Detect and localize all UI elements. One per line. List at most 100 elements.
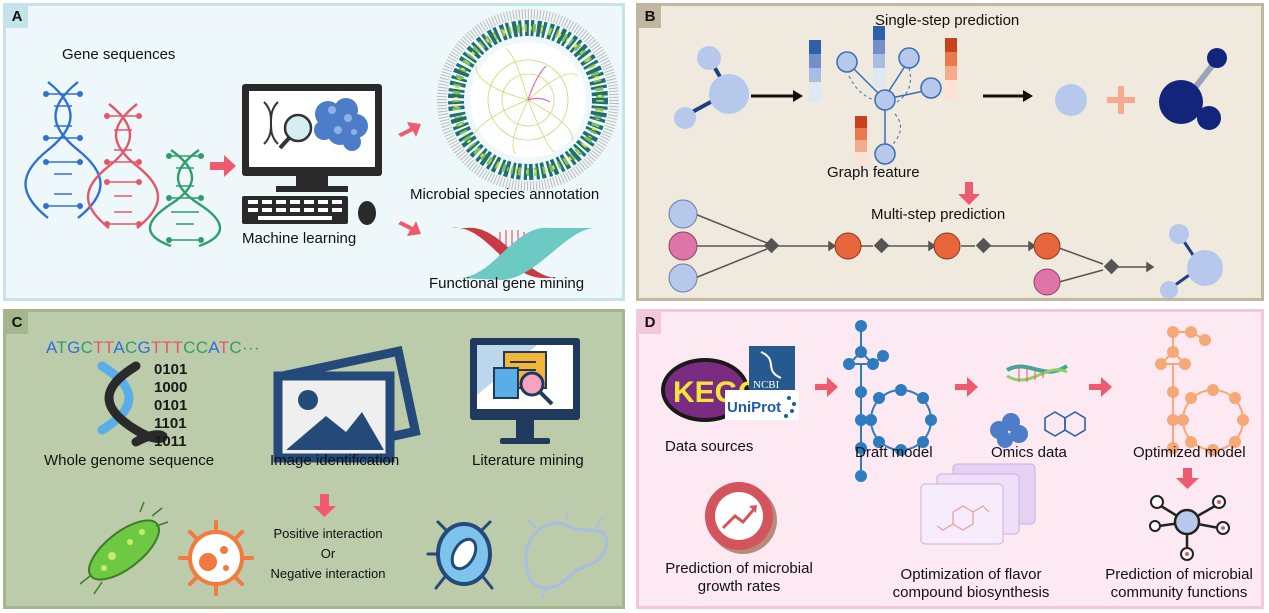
computer-icon [242,84,382,225]
single-step-label: Single-step prediction [875,12,1020,29]
input-molecule-icon [674,46,749,129]
bacterium-green-icon [79,501,169,595]
dna-sequence: ATGCTTACGTTTCCATC··· [46,338,260,358]
base: A [208,338,219,357]
input-node [668,199,698,293]
panel-a: A [3,3,625,301]
community-label-1: Prediction of microbial [1105,566,1253,583]
growth-rates-label-1: Prediction of microbial [665,560,813,577]
machine-learning-label: Machine learning [242,230,357,247]
base: T [93,338,104,357]
literature-mining-label: Literature mining [472,452,584,469]
dna-helix-icon [97,361,168,447]
virus-orange-icon [178,520,254,596]
draft-model-graph [843,320,937,482]
image-icon [273,345,421,463]
gene-helix-icon [452,227,596,280]
binary-line: 0101 [154,397,187,414]
arrow-head-icon [793,90,803,102]
base: A [113,338,125,357]
product-molecule-icon [1159,48,1227,130]
binary-line: 1000 [154,379,187,396]
panel-c-figure: 0101 1000 0101 1101 1011 [79,338,609,599]
bacterium-blue-icon [426,520,494,590]
flavor-label-2: compound biosynthesis [892,584,1050,601]
base: A [46,338,57,357]
panel-b-tag: B [639,6,661,28]
graph-feature-label: Graph feature [827,164,920,181]
panel-d: D KEGG NCBI UniProt [636,309,1264,609]
panel-d-figure: KEGG NCBI UniProt [661,320,1249,561]
dna-red-icon [86,103,160,229]
base: T [218,338,230,357]
base: C [195,338,209,357]
co-reactant-node [1033,268,1061,296]
panel-a-figure [24,9,619,280]
base: C [80,338,94,357]
panel-a-tag: A [6,6,28,28]
dna-green-icon [149,149,221,248]
base: C [124,338,138,357]
base: T [172,338,184,357]
base: T [151,338,162,357]
arrow-right-icon [955,377,978,397]
community-network-icon [1149,495,1230,561]
gene-sequences-label: Gene sequences [62,46,176,63]
intermediate-node [834,232,1061,260]
base: C [183,338,196,357]
product-node-icon [1055,84,1087,116]
omics-data-icon [990,364,1086,448]
data-sources-label: Data sources [665,438,754,455]
final-molecule-icon [1160,224,1223,298]
arrow-down-right-icon [398,221,421,236]
plus-icon [1107,86,1135,114]
uniprot-logo: UniProt [725,390,799,420]
sequence-ellipsis: ··· [241,338,260,357]
arrow-down-icon [313,494,336,517]
optimized-model-graph [1155,326,1249,456]
community-label-2: community functions [1110,584,1248,601]
ncbi-logo: NCBI [749,346,795,392]
growth-rates-label-2: growth rates [697,578,781,595]
uniprot-wordmark: UniProt [727,399,781,416]
binary-line: 1011 [154,433,187,450]
binary-code: 0101 1000 0101 1101 1011 [154,361,187,450]
arrow-up-right-icon [398,122,421,137]
bacterium-pale-icon [524,509,609,599]
image-identification-label: Image identification [270,452,400,469]
base: G [67,338,81,357]
panel-c: C ATGCTTACGTTTCCATC··· [3,309,625,609]
gene-mining-label: Functional gene mining [429,275,585,292]
panel-b-figure [668,26,1227,298]
omics-data-label: Omics data [991,444,1067,461]
multi-step-label: Multi-step prediction [871,206,1006,223]
base: G [137,338,152,357]
base: T [103,338,114,357]
positive-interaction-label: Positive interaction [273,526,383,541]
arrow-right-icon [210,155,236,177]
binary-line: 1101 [154,415,187,432]
growth-chart-icon [705,482,777,554]
species-annotation-label: Microbial species annotation [410,186,600,203]
base: C [229,338,242,357]
negative-interaction-label: Negative interaction [270,566,386,581]
phylogenetic-tree-icon [437,9,619,191]
arrow-down-icon [958,182,980,205]
binary-line: 0101 [154,361,187,378]
panel-b: B [636,3,1264,301]
ncbi-wordmark: NCBI [753,379,780,391]
panel-c-tag: C [6,312,28,334]
arrow-right-icon [1089,377,1112,397]
arrow-right-icon [815,377,838,397]
panel-d-tag: D [639,312,661,334]
arrow-down-icon [1176,468,1199,489]
graph-network-icon [809,26,957,166]
draft-model-label: Draft model [855,444,933,461]
whole-genome-label: Whole genome sequence [44,452,215,469]
literature-monitor-icon [470,338,580,444]
dna-blue-icon [24,81,102,219]
base: T [161,338,173,357]
flavor-compound-icon [920,463,1036,545]
arrow-head-icon [1023,90,1033,102]
optimized-model-label: Optimized model [1133,444,1246,461]
